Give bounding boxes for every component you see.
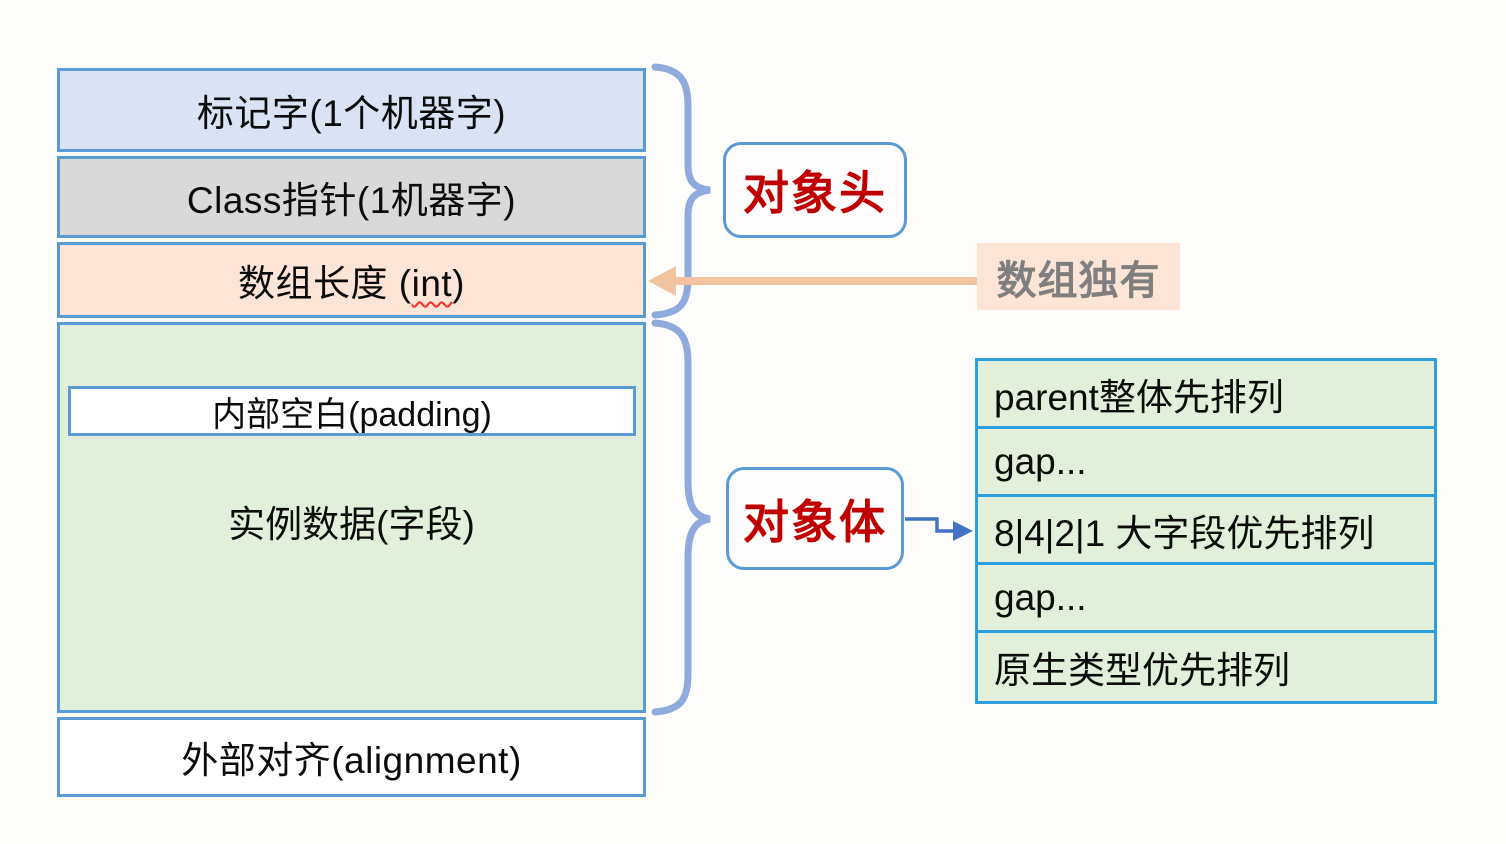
object-body-brace-icon <box>651 319 711 716</box>
array-only-arrow-head-icon <box>648 266 676 296</box>
class-pointer-label: Class指针(1机器字) <box>186 180 517 221</box>
table-row: parent整体先排列 <box>978 361 1434 429</box>
table-row-label: 8|4|2|1 大字段优先排列 <box>994 512 1375 554</box>
class-pointer-box: Class指针(1机器字) <box>57 156 646 238</box>
instance-data-label: 实例数据(字段) <box>228 504 475 545</box>
mark-word-label: 标记字(1个机器字) <box>196 93 507 134</box>
object-header-brace-icon <box>651 63 711 319</box>
table-row: 8|4|2|1 大字段优先排列 <box>978 497 1434 565</box>
object-body-label: 对象体 <box>743 495 887 548</box>
object-body-tag: 对象体 <box>726 467 904 570</box>
array-length-prefix: 数组长度 ( <box>237 263 412 304</box>
table-row: gap... <box>978 565 1434 633</box>
array-only-tag: 数组独有 <box>977 243 1180 310</box>
internal-padding-box: 内部空白(padding) <box>68 386 636 436</box>
mark-word-box: 标记字(1个机器字) <box>57 68 646 152</box>
alignment-box: 外部对齐(alignment) <box>57 717 646 797</box>
internal-padding-label: 内部空白(padding) <box>212 395 492 434</box>
table-row-label: parent整体先排列 <box>994 376 1284 418</box>
array-length-suffix: ) <box>452 263 465 304</box>
alignment-label: 外部对齐(alignment) <box>181 740 522 781</box>
table-row-label: 原生类型优先排列 <box>994 650 1290 691</box>
object-header-tag: 对象头 <box>723 142 907 238</box>
array-length-box: 数组长度 (int) <box>57 242 646 318</box>
field-order-table: parent整体先排列 gap... 8|4|2|1 大字段优先排列 gap..… <box>975 358 1437 704</box>
array-length-type: int <box>411 263 453 304</box>
object-header-label: 对象头 <box>743 167 887 219</box>
body-to-table-arrow-line <box>905 517 957 533</box>
table-row: 原生类型优先排列 <box>978 633 1434 701</box>
table-row-label: gap... <box>994 576 1087 618</box>
table-row: gap... <box>978 429 1434 497</box>
array-length-label: 数组长度 (int) <box>238 253 465 307</box>
body-to-table-arrow-head-icon <box>953 521 973 541</box>
table-row-label: gap... <box>994 440 1087 482</box>
array-only-label: 数组独有 <box>996 258 1161 303</box>
